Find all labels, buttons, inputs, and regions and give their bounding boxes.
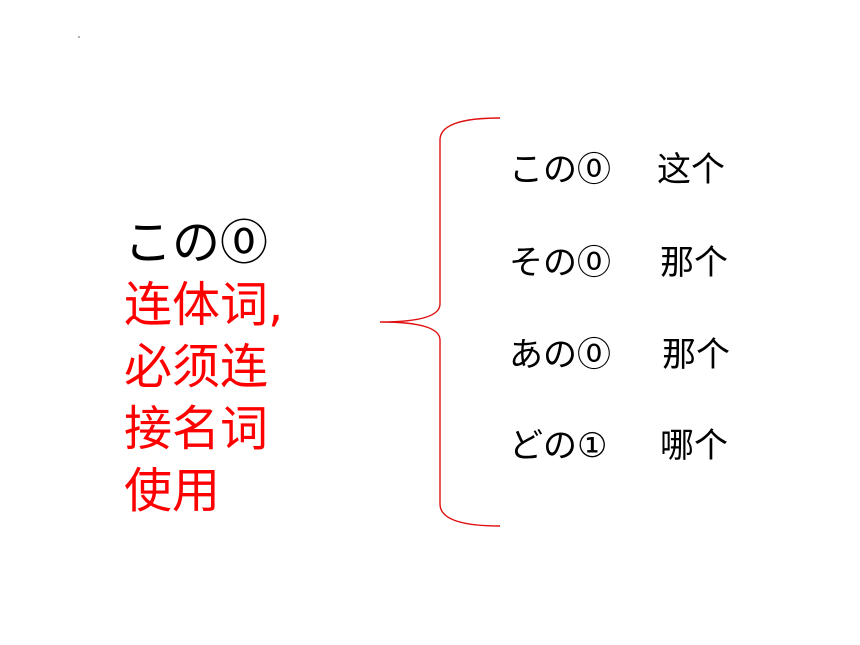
description-line-1: 连体词,: [124, 277, 284, 333]
list-item-word: どの①: [509, 426, 608, 466]
list-item-meaning: 那个: [662, 335, 730, 375]
curly-brace-path: [379, 117, 501, 527]
description-line-3: 接名词: [124, 401, 269, 457]
main-heading: この⓪: [124, 215, 269, 271]
list-item-meaning: 那个: [660, 243, 728, 283]
list-item-word: あの⓪: [509, 335, 611, 375]
main-explanation: この⓪ 连体词, 必须连 接名词 使用: [124, 212, 283, 522]
decorative-dot: [78, 36, 80, 38]
list-item-word: この⓪: [509, 150, 611, 190]
description-line-2: 必须连: [124, 339, 269, 395]
list-item-meaning: 哪个: [660, 426, 728, 466]
description-line-4: 使用: [124, 463, 221, 519]
list-item-word: その⓪: [509, 243, 611, 283]
curly-brace: [379, 117, 501, 527]
list-item-meaning: 这个: [657, 150, 725, 190]
